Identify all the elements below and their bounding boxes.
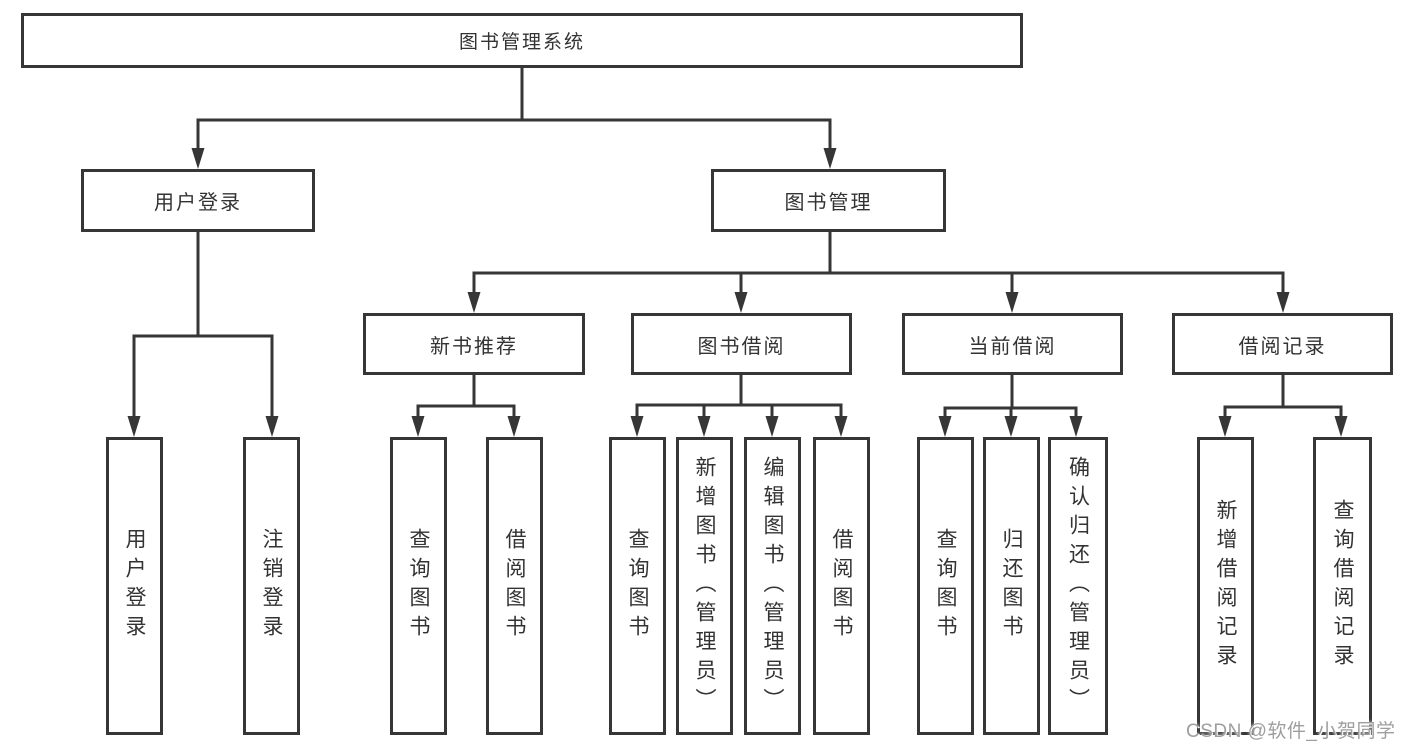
leaf-query-book-1: 查询图书 [390, 437, 447, 735]
arrow-icon [1276, 292, 1290, 313]
arrow-icon [1004, 416, 1018, 437]
arrow-icon [630, 416, 644, 437]
node-label: 当前借阅 [968, 335, 1057, 358]
arrow-icon [191, 148, 205, 169]
arrow-icon [938, 416, 952, 437]
node-label: 用户登录 [154, 192, 242, 214]
arrowheads [127, 148, 1348, 437]
leaf-borrow-book-1: 借阅图书 [486, 437, 543, 735]
branch-new-book [416, 373, 516, 422]
leaf-query-book-2: 查询图书 [609, 437, 666, 735]
node-label: 查询图书 [934, 528, 957, 644]
node-label: 图书管理 [784, 192, 873, 214]
node-label: 图书管理系统 [458, 32, 585, 53]
node-label: 新增借阅记录 [1214, 499, 1237, 673]
node-label: 编辑图书（管理员） [761, 455, 784, 717]
branch-borrow-record [1223, 373, 1343, 422]
arrow-icon [1005, 292, 1019, 313]
node-label: 新书推荐 [430, 335, 518, 358]
arrow-icon [734, 292, 748, 313]
node-book-borrow: 图书借阅 [631, 313, 852, 375]
node-new-book-recommend: 新书推荐 [363, 313, 585, 375]
branch-book-borrow [635, 373, 843, 422]
node-user-login: 用户登录 [81, 169, 315, 232]
node-label: 注销登录 [260, 528, 283, 644]
leaf-borrow-book-2: 借阅图书 [813, 437, 870, 735]
node-label: 确认归还（管理员） [1066, 455, 1090, 717]
node-label: 查询图书 [626, 528, 649, 644]
arrow-icon [697, 416, 711, 437]
leaf-return-book: 归还图书 [983, 437, 1040, 735]
arrow-icon [467, 292, 481, 313]
leaf-user-login: 用户登录 [106, 437, 163, 735]
node-label: 归还图书 [1000, 528, 1023, 644]
node-book-management: 图书管理 [711, 169, 946, 232]
arrow-icon [127, 416, 141, 437]
leaf-confirm-return-admin: 确认归还（管理员） [1048, 437, 1108, 735]
leaf-add-borrow-record: 新增借阅记录 [1197, 437, 1254, 735]
csdn-watermark: CSDN @软件_小贺同学 [1186, 721, 1396, 742]
arrow-icon [834, 416, 848, 437]
leaf-query-book-3: 查询图书 [917, 437, 974, 735]
node-label: 用户登录 [123, 528, 146, 644]
arrow-icon [765, 416, 779, 437]
node-label: 借阅记录 [1238, 335, 1327, 358]
node-label: 查询图书 [407, 528, 430, 644]
branch-current-borrow [943, 373, 1078, 422]
leaf-add-book-admin: 新增图书（管理员） [676, 437, 733, 735]
node-borrow-record: 借阅记录 [1172, 313, 1393, 375]
node-label: 图书借阅 [697, 335, 786, 358]
arrow-icon [823, 148, 837, 169]
leaf-logout: 注销登录 [243, 437, 300, 735]
node-label: 查询借阅记录 [1331, 499, 1354, 673]
branch-book-management [472, 229, 1285, 298]
arrow-icon [507, 416, 521, 437]
node-current-borrow: 当前借阅 [902, 313, 1123, 375]
node-label: 借阅图书 [830, 528, 853, 644]
leaf-edit-book-admin: 编辑图书（管理员） [744, 437, 801, 735]
node-system-root: 图书管理系统 [21, 13, 1023, 68]
arrow-icon [411, 416, 425, 437]
node-label: 借阅图书 [503, 528, 526, 644]
node-label: 新增图书（管理员） [693, 455, 716, 717]
arrow-icon [1218, 416, 1232, 437]
leaf-query-borrow-record: 查询借阅记录 [1313, 437, 1372, 735]
arrow-icon [265, 416, 279, 437]
branch-user-login [132, 229, 274, 422]
branch-root [196, 64, 832, 154]
arrow-icon [1334, 416, 1348, 437]
arrow-icon [1069, 416, 1083, 437]
